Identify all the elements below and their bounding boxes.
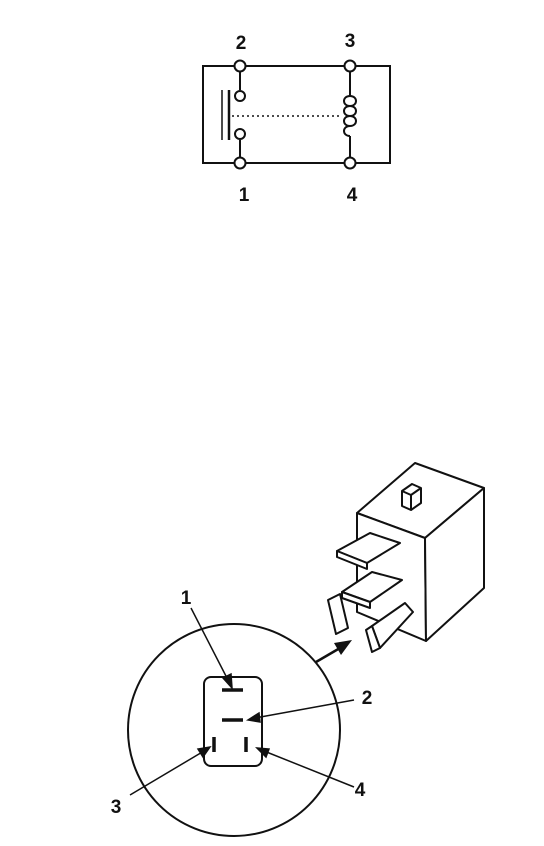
terminal-1-node <box>233 156 247 170</box>
relay-body <box>327 462 485 653</box>
relay-schematic <box>202 59 391 170</box>
schematic-label-4: 4 <box>347 185 358 206</box>
coil-winding <box>343 95 357 137</box>
switch-top-contact <box>234 90 246 102</box>
schematic-label-3: 3 <box>345 31 356 52</box>
terminal-2-node <box>233 59 247 73</box>
callout-leaders <box>129 607 355 796</box>
callout-label-2: 2 <box>362 688 373 709</box>
relay-spade-left <box>327 593 349 635</box>
schematic-frame <box>202 65 391 164</box>
terminal-4-node <box>343 156 357 170</box>
schematic-label-1: 1 <box>239 185 250 206</box>
magnifier-circle <box>127 623 341 837</box>
callout-label-3: 3 <box>111 797 122 818</box>
magnified-connector <box>127 623 341 837</box>
schematic-label-2: 2 <box>236 33 247 54</box>
callout-label-1: 1 <box>181 588 192 609</box>
terminal-3-node <box>343 59 357 73</box>
callout-label-4: 4 <box>355 780 366 801</box>
pointer-arrow <box>315 640 352 664</box>
relay-right-face <box>424 487 485 642</box>
switch-bottom-contact <box>234 128 246 140</box>
